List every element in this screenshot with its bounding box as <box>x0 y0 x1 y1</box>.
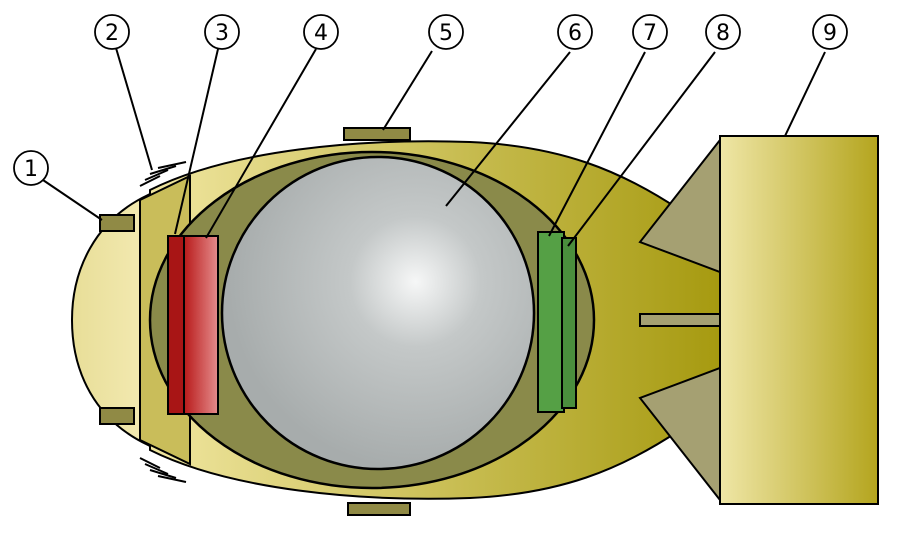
fin-blade-bottom <box>638 366 721 503</box>
callout-8-label: 8 <box>716 21 730 46</box>
nose-lug-top <box>99 214 135 232</box>
detonator-block-3 <box>167 235 185 415</box>
callout-4: 4 <box>303 14 339 50</box>
detonator-block-4 <box>183 235 219 415</box>
callout-8: 8 <box>705 14 741 50</box>
fuse-antennas-bottom <box>139 457 187 483</box>
nose-lug-bottom <box>99 407 135 425</box>
callout-6: 6 <box>557 14 593 50</box>
tamper-block-8 <box>561 237 577 409</box>
callout-6-label: 6 <box>568 21 582 46</box>
fin-blade-top <box>638 137 721 274</box>
tamper-block-7 <box>537 231 565 413</box>
callout-5: 5 <box>428 14 464 50</box>
callout-5-label: 5 <box>439 21 453 46</box>
callout-2-label: 2 <box>105 21 119 46</box>
fuse-antennas-top <box>139 161 187 187</box>
top-lug <box>343 127 411 141</box>
bottom-lug <box>347 502 411 516</box>
callout-3-label: 3 <box>215 21 229 46</box>
callout-9-label: 9 <box>823 21 837 46</box>
core-sphere <box>220 155 536 471</box>
callout-1: 1 <box>13 150 49 186</box>
leader-lines <box>39 47 826 247</box>
callout-7: 7 <box>632 14 668 50</box>
callout-4-label: 4 <box>314 21 328 46</box>
fin-blade-middle <box>639 313 721 327</box>
tail-fin-box <box>719 135 879 505</box>
callout-2: 2 <box>94 14 130 50</box>
callout-9: 9 <box>812 14 848 50</box>
callout-7-label: 7 <box>643 21 657 46</box>
callout-3: 3 <box>204 14 240 50</box>
callout-1-label: 1 <box>24 157 38 182</box>
